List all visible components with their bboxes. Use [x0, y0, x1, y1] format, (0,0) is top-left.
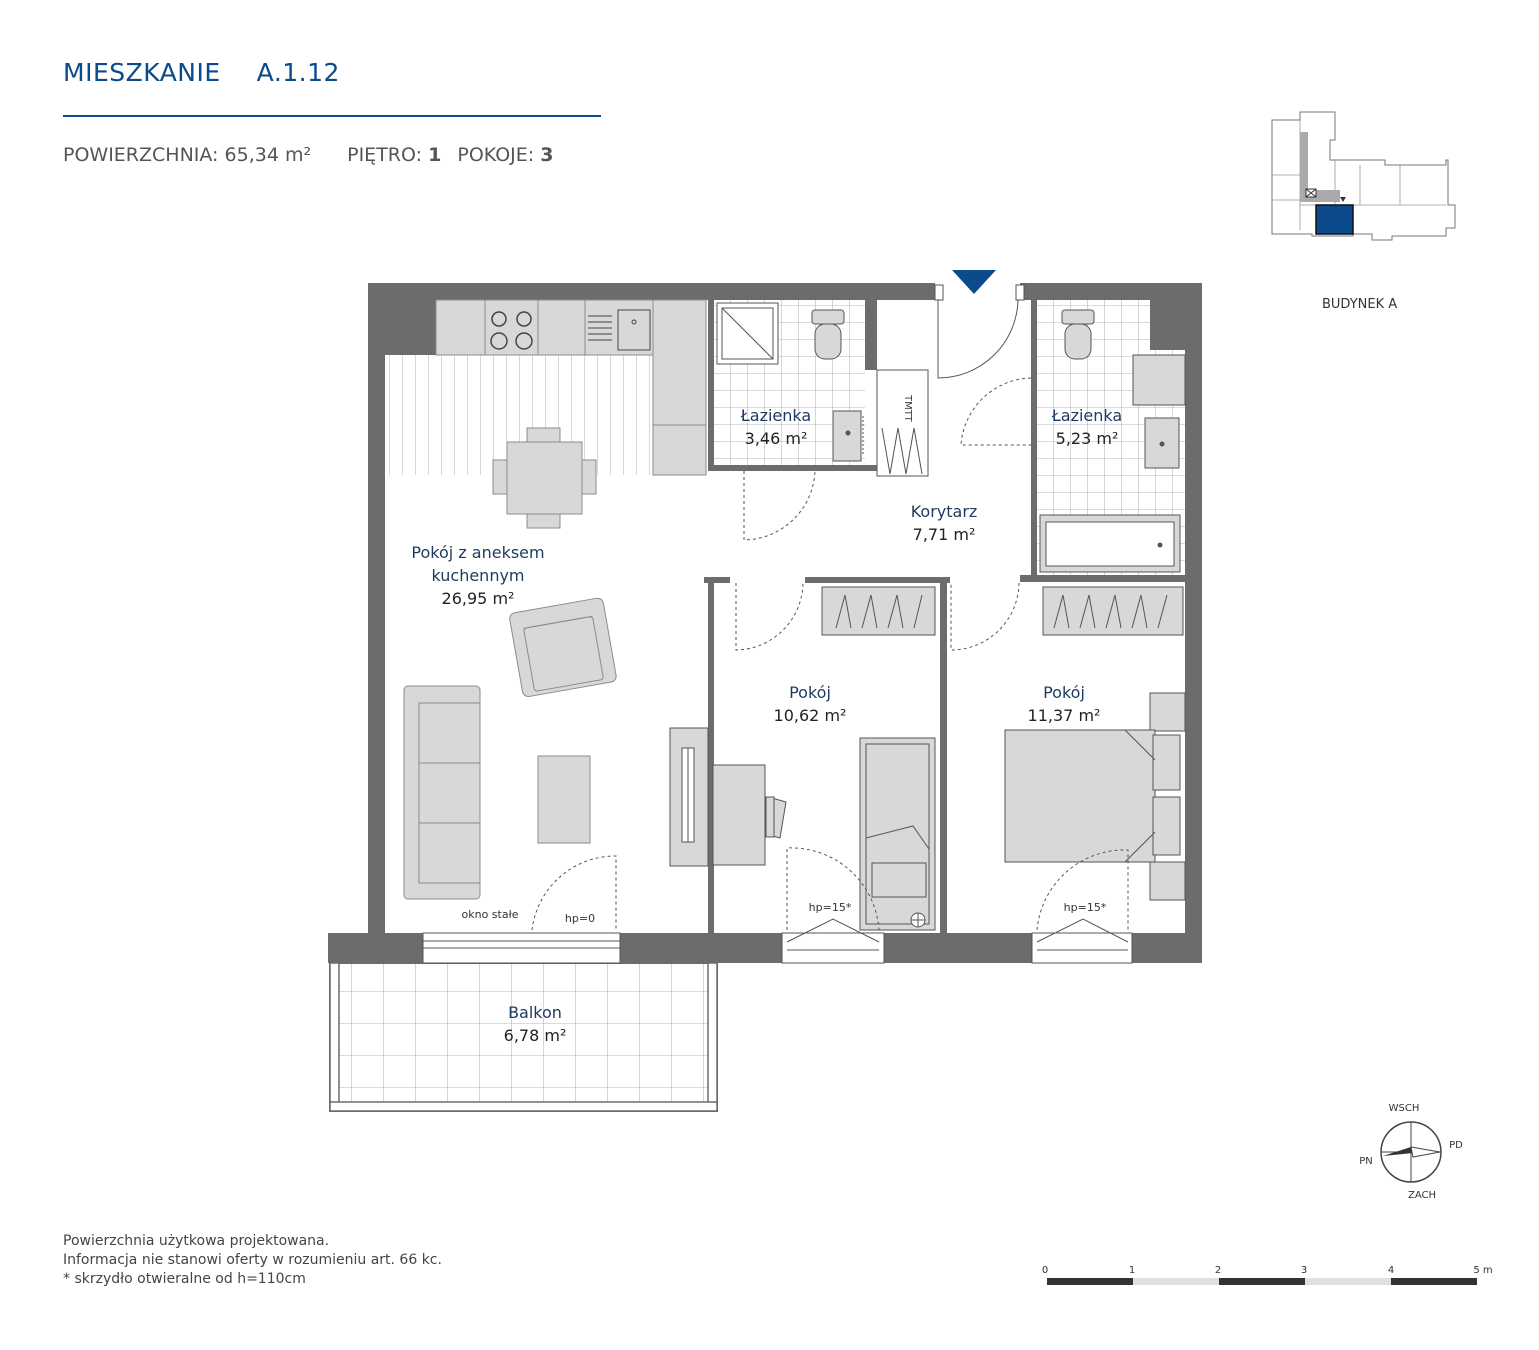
sink-icon — [588, 309, 651, 351]
scale-bar — [1047, 1278, 1477, 1285]
scale-tick-3: 3 — [1301, 1265, 1307, 1276]
bathroom1-name: Łazienka — [740, 406, 811, 425]
compass-west: PN — [1359, 1156, 1373, 1167]
compass-east: PD — [1449, 1140, 1463, 1151]
living-room-area: 26,95 m² — [442, 589, 515, 608]
room2-area: 11,37 m² — [1028, 706, 1101, 725]
living-room-name-2: kuchennym — [431, 566, 524, 585]
hp0-label: hp=0 — [565, 912, 595, 925]
footnote-3: * skrzydło otwieralne od h=110cm — [63, 1271, 306, 1287]
footnote-2: Informacja nie stanowi oferty w rozumien… — [63, 1252, 442, 1268]
room2-window — [1031, 849, 1133, 964]
bathroom1-fixtures — [716, 302, 864, 462]
bed-room2 — [1004, 692, 1186, 901]
dining-table — [492, 427, 597, 529]
title-word: MIESZKANIE — [63, 58, 221, 87]
compass-north: WSCH — [1389, 1103, 1420, 1114]
entrance-arrow-icon — [952, 270, 996, 294]
apartment-title: MIESZKANIE A.1.12 — [63, 58, 340, 87]
corridor-name: Korytarz — [911, 502, 978, 521]
building-label: BUDYNEK A — [1322, 297, 1398, 312]
hp15-label-room2: hp=15* — [1064, 901, 1107, 914]
balcony-area: 6,78 m² — [504, 1026, 567, 1045]
footnote-1: Powierzchnia użytkowa projektowana. — [63, 1233, 330, 1249]
apartment-meta: POWIERZCHNIA: 65,34 m² PIĘTRO: 1 POKOJE:… — [63, 144, 553, 166]
footnotes: Powierzchnia użytkowa projektowana. Info… — [63, 1232, 442, 1289]
apartment-highlight — [1315, 204, 1354, 235]
walls — [328, 283, 1202, 963]
area-label: POWIERZCHNIA: — [63, 144, 219, 166]
balcony — [329, 962, 718, 1112]
scale-tick-1: 1 — [1129, 1265, 1135, 1276]
rooms-value: 3 — [540, 144, 554, 166]
shaft-label: TMTT — [902, 394, 913, 423]
bathroom2-door — [960, 377, 1032, 446]
room1-name: Pokój — [789, 683, 831, 702]
tv-unit — [669, 727, 709, 867]
balcony-name: Balkon — [508, 1003, 562, 1022]
wardrobe-room1 — [821, 586, 936, 636]
toilet-icon — [811, 309, 845, 360]
scale-tick-2: 2 — [1215, 1265, 1221, 1276]
floor-value: 1 — [428, 144, 442, 166]
bathroom2-area: 5,23 m² — [1056, 429, 1119, 448]
bathroom1-area: 3,46 m² — [745, 429, 808, 448]
scale-tick-4: 4 — [1388, 1265, 1394, 1276]
living-window — [422, 855, 621, 964]
armchair — [509, 597, 617, 698]
entrance-door — [934, 284, 1025, 379]
fixed-window-label: okno stałe — [462, 908, 519, 921]
wardrobe-room2 — [1042, 586, 1184, 636]
toilet-icon — [1061, 309, 1095, 360]
apartment-code: A.1.12 — [256, 58, 340, 87]
coffee-table — [537, 755, 591, 844]
bathroom1-door — [743, 470, 816, 541]
hp15-label-room1: hp=15* — [809, 901, 852, 914]
bathroom2-fixtures — [1039, 309, 1186, 573]
scale-tick-0: 0 — [1042, 1265, 1048, 1276]
scale-tick-5: 5 m — [1473, 1265, 1492, 1276]
title-divider — [63, 115, 601, 117]
room2-name: Pokój — [1043, 683, 1085, 702]
floor-label: PIĘTRO: — [347, 144, 423, 166]
bathroom2-name: Łazienka — [1051, 406, 1122, 425]
room1-door — [735, 582, 804, 651]
key-plan — [1271, 111, 1456, 241]
compass-icon — [1380, 1121, 1442, 1183]
area-value: 65,34 m² — [224, 144, 312, 166]
corridor-area: 7,71 m² — [913, 525, 976, 544]
desk — [712, 764, 787, 866]
room1-area: 10,62 m² — [774, 706, 847, 725]
service-shaft — [876, 369, 929, 477]
sofa — [403, 685, 481, 900]
living-room-name-1: Pokój z aneksem — [411, 543, 544, 562]
cooktop-icon — [490, 311, 533, 350]
bed-room1 — [859, 737, 936, 931]
compass-south: ZACH — [1408, 1190, 1436, 1201]
room2-door — [950, 582, 1020, 651]
room1-window — [781, 847, 885, 964]
rooms-label: POKOJE: — [457, 144, 535, 166]
kitchen-counter — [435, 299, 707, 476]
